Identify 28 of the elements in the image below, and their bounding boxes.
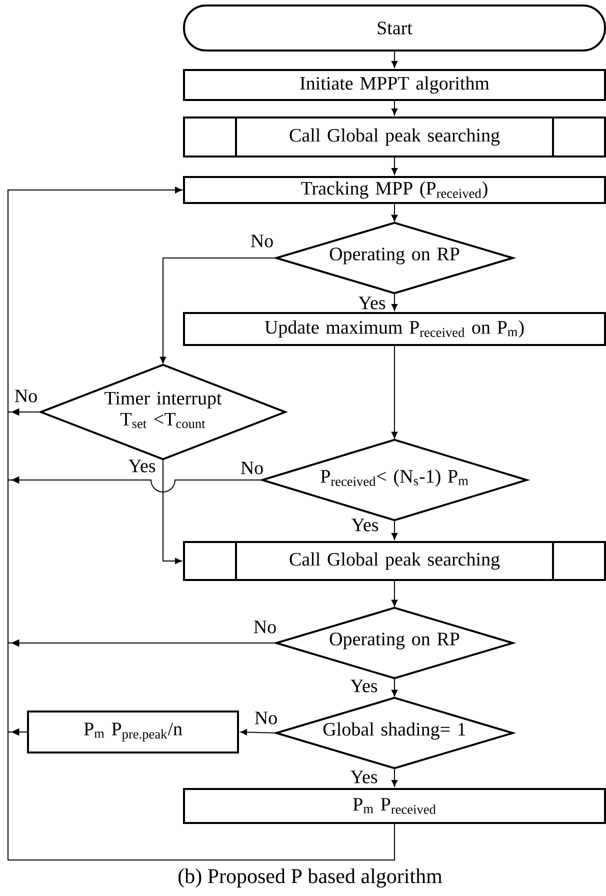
arrow (160, 258, 277, 364)
arrow (391, 51, 398, 68)
arrow (391, 157, 398, 175)
process-box: Update maximum P$_{received}$ on P$_{m}$) (183, 312, 606, 346)
arrow (391, 100, 398, 116)
edge-label: No (249, 234, 275, 248)
process-box: Tracking MPP (P$_{received}$) (183, 176, 606, 204)
subroutine-box: Call Global peak searching (183, 116, 606, 158)
arrow (391, 678, 398, 697)
arrow (240, 729, 277, 736)
edge-label: Yes (127, 458, 157, 474)
arrow (391, 520, 398, 540)
arrow (391, 768, 398, 787)
arrow (8, 186, 395, 860)
arrow (391, 204, 398, 222)
arrow (391, 580, 398, 607)
arrow (391, 292, 398, 311)
edge-label: No (13, 388, 39, 404)
edge-label: Yes (349, 770, 379, 784)
arrow (162, 458, 182, 564)
process-box: P$_{m}$ P$_{pre.peak}$/n (27, 710, 239, 754)
subroutine-box: Call Global peak searching (183, 541, 606, 581)
edge-label: Yes (349, 678, 379, 694)
caption: (b) Proposed P based algorithm (178, 868, 442, 888)
process-box: P$_{m}$ P$_{received}$ (183, 788, 606, 824)
process-box: Initiate MPPT algorithm (183, 69, 606, 101)
edge-label: Yes (357, 296, 387, 310)
arrow (391, 346, 398, 439)
